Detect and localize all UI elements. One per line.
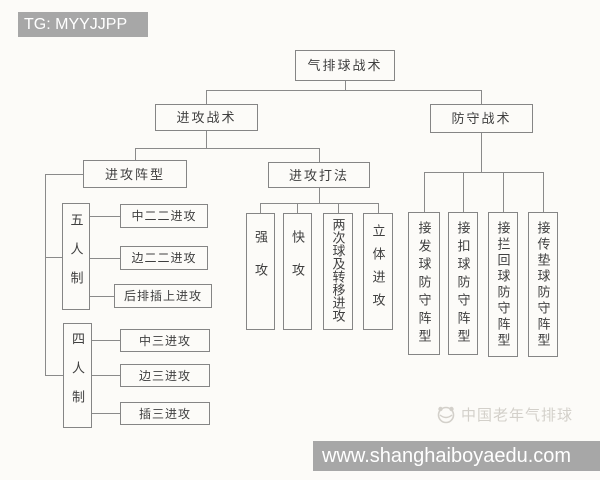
node-attack-mid-3: 中三进攻 (120, 329, 210, 352)
connector-line (503, 172, 504, 212)
node-offense-playstyle: 进攻打法 (268, 162, 370, 188)
connector-line (90, 216, 120, 217)
node-defense-tactics: 防守战术 (430, 104, 533, 133)
node-attack-side-3: 边三进攻 (120, 364, 210, 387)
connector-line (481, 133, 482, 172)
connector-line (45, 174, 83, 175)
connector-line (206, 90, 482, 91)
node-playstyle-three-dimensional: 立体进攻 (363, 213, 393, 330)
connector-line (90, 258, 120, 259)
brand-logo-icon (437, 406, 455, 424)
website-banner: www.shanghaiboyaedu.com (313, 441, 600, 471)
node-defense-serve-receive-label: 接发球防守阵型 (416, 220, 432, 347)
node-attack-backrow-insert: 后排插上进攻 (114, 284, 212, 308)
node-attack-insert-3: 插三进攻 (120, 402, 210, 425)
connector-line (90, 296, 114, 297)
connector-line (92, 413, 120, 414)
node-five-player-system-label: 五人制 (68, 213, 84, 300)
connector-line (45, 375, 63, 376)
connector-line (260, 203, 378, 204)
node-defense-spike-receive: 接扣球防守阵型 (448, 212, 478, 355)
node-attack-mid-2-2: 中二二进攻 (120, 204, 208, 228)
connector-line (319, 188, 320, 203)
brand-watermark: 中国老年气排球 (435, 402, 573, 426)
node-defense-block-return-receive-label: 接拦回球防守阵型 (495, 220, 511, 349)
node-playstyle-three-dimensional-label: 立体进攻 (370, 224, 386, 316)
connector-line (45, 257, 62, 258)
node-four-player-system-label: 四人制 (70, 332, 85, 419)
node-five-player-system: 五人制 (62, 203, 90, 310)
node-playstyle-second-ball-transfer: 两次球及转移进攻 (323, 213, 353, 330)
node-playstyle-quick-attack-label: 快攻 (290, 230, 305, 296)
connector-line (45, 174, 46, 375)
connector-line (424, 172, 425, 212)
connector-line (378, 203, 379, 213)
node-playstyle-power-attack-label: 强攻 (253, 230, 268, 296)
node-defense-spike-receive-label: 接扣球防守阵型 (455, 220, 471, 347)
node-playstyle-quick-attack: 快攻 (283, 213, 312, 330)
connector-line (135, 148, 136, 160)
connector-line (345, 81, 346, 90)
connector-line (206, 90, 207, 104)
connector-line (481, 90, 482, 105)
node-defense-block-return-receive: 接拦回球防守阵型 (488, 212, 518, 357)
node-root: 气排球战术 (295, 50, 395, 81)
connector-line (319, 148, 320, 162)
connector-line (463, 172, 464, 212)
node-defense-serve-receive: 接发球防守阵型 (408, 212, 440, 355)
node-offense-tactics: 进攻战术 (155, 104, 258, 131)
connector-line (424, 172, 543, 173)
connector-line (297, 203, 298, 213)
connector-line (92, 340, 120, 341)
node-four-player-system: 四人制 (63, 323, 92, 428)
node-defense-pass-dig-receive: 接传垫球防守阵型 (528, 212, 558, 357)
tag-banner: TG: MYYJJPP (18, 12, 148, 37)
connector-line (92, 375, 120, 376)
connector-line (543, 172, 544, 212)
node-playstyle-second-ball-transfer-label: 两次球及转移进攻 (330, 218, 346, 322)
connector-line (206, 131, 207, 148)
brand-watermark-text: 中国老年气排球 (461, 407, 574, 424)
connector-line (338, 203, 339, 213)
connector-line (260, 203, 261, 213)
connector-line (135, 148, 319, 149)
node-playstyle-power-attack: 强攻 (246, 213, 275, 330)
node-defense-pass-dig-receive-label: 接传垫球防守阵型 (535, 220, 551, 349)
node-offense-formation: 进攻阵型 (83, 160, 187, 188)
node-attack-side-2-2: 边二二进攻 (120, 246, 208, 270)
